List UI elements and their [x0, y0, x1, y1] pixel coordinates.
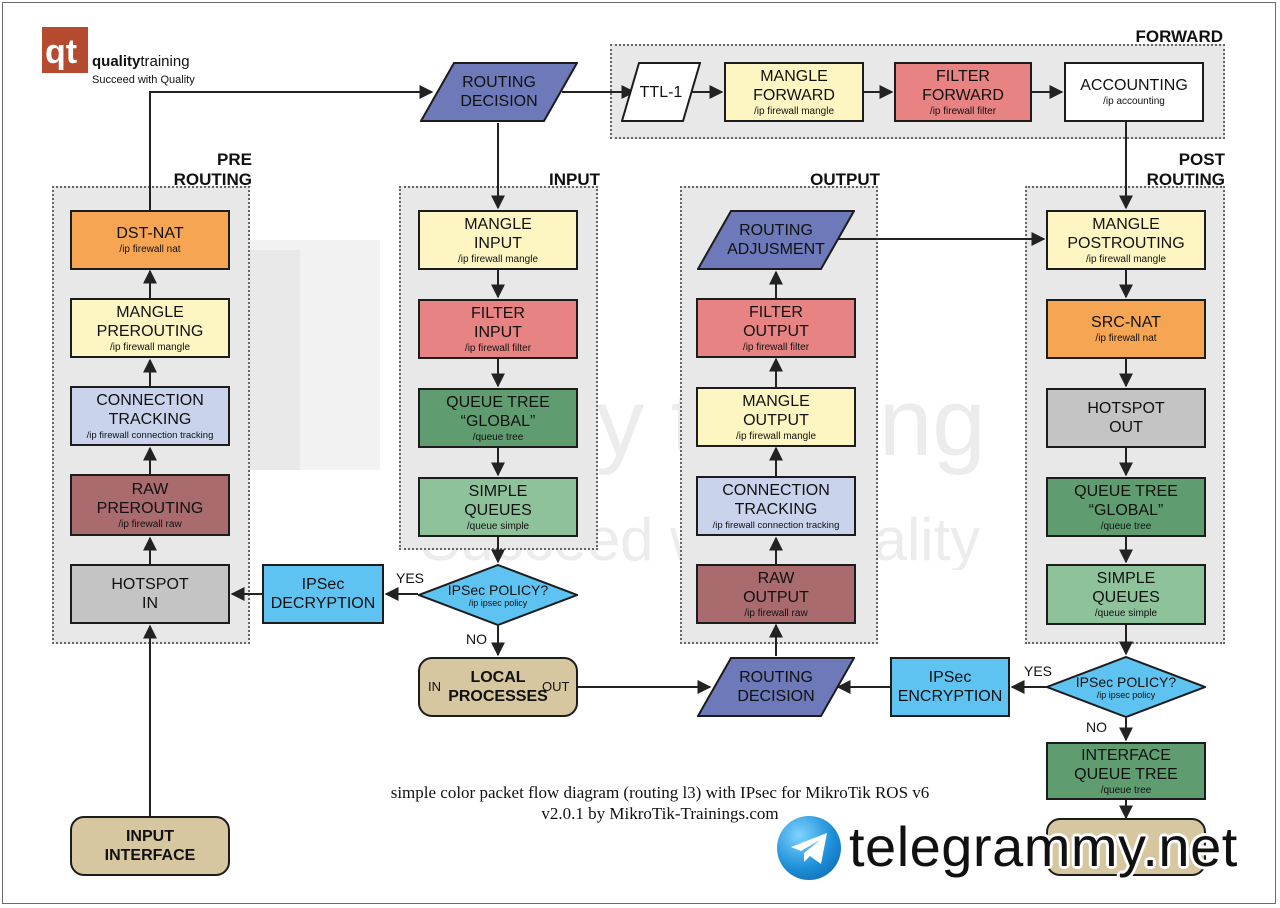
mangle-input-box: MANGLE INPUT /ip firewall mangle — [418, 210, 578, 270]
accounting-box: ACCOUNTING /ip accounting — [1064, 62, 1204, 122]
output-interface-box — [1046, 818, 1206, 876]
svg-text:qt: qt — [45, 33, 77, 71]
yes-label-input: YES — [396, 570, 425, 586]
logo-tagline: Succeed with Quality — [92, 74, 195, 86]
input-interface-box: INPUT INTERFACE — [70, 816, 230, 876]
hotspot-in-box: HOTSPOT IN — [70, 564, 230, 624]
yes-label-postrouting: YES — [1024, 663, 1053, 679]
telegrammy-watermark: telegrammy.net — [775, 812, 1275, 888]
simple-queues-postrouting-box: SIMPLE QUEUES /queue simple — [1046, 564, 1206, 625]
hotspot-out-box: HOTSPOT OUT — [1046, 388, 1206, 448]
mangle-forward-box: MANGLE FORWARD /ip firewall mangle — [724, 62, 864, 122]
ipsec-policy-input-diamond: IPSec POLICY? /ip ipsec policy — [418, 564, 578, 626]
connection-tracking-output-box: CONNECTION TRACKING /ip firewall connect… — [696, 476, 856, 536]
local-processes-box: LOCAL PROCESSES — [418, 657, 578, 717]
simple-queues-input-box: SIMPLE QUEUES /queue simple — [418, 477, 578, 537]
mangle-output-box: MANGLE OUTPUT /ip firewall mangle — [696, 387, 856, 447]
qualitytraining-logo: qt qualitytraining Succeed with Quality — [42, 27, 222, 91]
dst-nat-box: DST-NAT /ip firewall nat — [70, 210, 230, 270]
postrouting-group-title: POST ROUTING — [1146, 150, 1225, 189]
local-processes-in-label: IN — [428, 679, 441, 694]
forward-group-title: FORWARD — [1135, 27, 1223, 46]
ttl-box: TTL-1 — [621, 62, 701, 122]
local-processes-out-label: OUT — [542, 679, 570, 694]
filter-forward-box: FILTER FORWARD /ip firewall filter — [894, 62, 1032, 122]
queue-tree-global-input-box: QUEUE TREE “GLOBAL” /queue tree — [418, 388, 578, 448]
no-label-input: NO — [466, 631, 487, 647]
raw-output-box: RAW OUTPUT /ip firewall raw — [696, 564, 856, 624]
mangle-prerouting-box: MANGLE PREROUTING /ip firewall mangle — [70, 298, 230, 358]
arrow-dstnat-to-routing-decision — [149, 85, 434, 210]
output-group-title: OUTPUT — [810, 170, 880, 189]
routing-decision-top: ROUTING DECISION — [420, 62, 578, 122]
telegrammy-watermark-text: telegrammy.net — [849, 815, 1238, 878]
ipsec-policy-postrouting-diamond: IPSec POLICY? /ip ipsec policy — [1046, 656, 1206, 718]
routing-adjusment: ROUTING ADJUSMENT — [697, 210, 855, 270]
no-label-postrouting: NO — [1086, 719, 1107, 735]
filter-input-box: FILTER INPUT /ip firewall filter — [418, 299, 578, 359]
input-group-title: INPUT — [549, 170, 600, 189]
raw-prerouting-box: RAW PREROUTING /ip firewall raw — [70, 474, 230, 536]
diagram-caption-line1: simple color packet flow diagram (routin… — [390, 783, 930, 802]
telegram-logo-icon — [777, 816, 841, 880]
queue-tree-global-postrouting-box: QUEUE TREE “GLOBAL” /queue tree — [1046, 477, 1206, 537]
filter-output-box: FILTER OUTPUT /ip firewall filter — [696, 298, 856, 358]
logo-wordmark: qualitytraining — [92, 53, 190, 70]
prerouting-group-title: PRE ROUTING — [173, 150, 252, 189]
ipsec-decryption-box: IPSec DECRYPTION — [262, 564, 384, 624]
connection-tracking-prerouting-box: CONNECTION TRACKING /ip firewall connect… — [70, 386, 230, 446]
src-nat-box: SRC-NAT /ip firewall nat — [1046, 299, 1206, 359]
ipsec-encryption-box: IPSec ENCRYPTION — [890, 657, 1010, 717]
diagram-caption-line2: v2.0.1 by MikroTik-Trainings.com — [541, 804, 779, 823]
qt-logo-mark: qt — [42, 27, 88, 73]
mangle-postrouting-box: MANGLE POSTROUTING /ip firewall mangle — [1046, 210, 1206, 270]
interface-queue-tree-box: INTERFACE QUEUE TREE /queue tree — [1046, 742, 1206, 800]
routing-decision-bottom: ROUTING DECISION — [697, 657, 855, 717]
